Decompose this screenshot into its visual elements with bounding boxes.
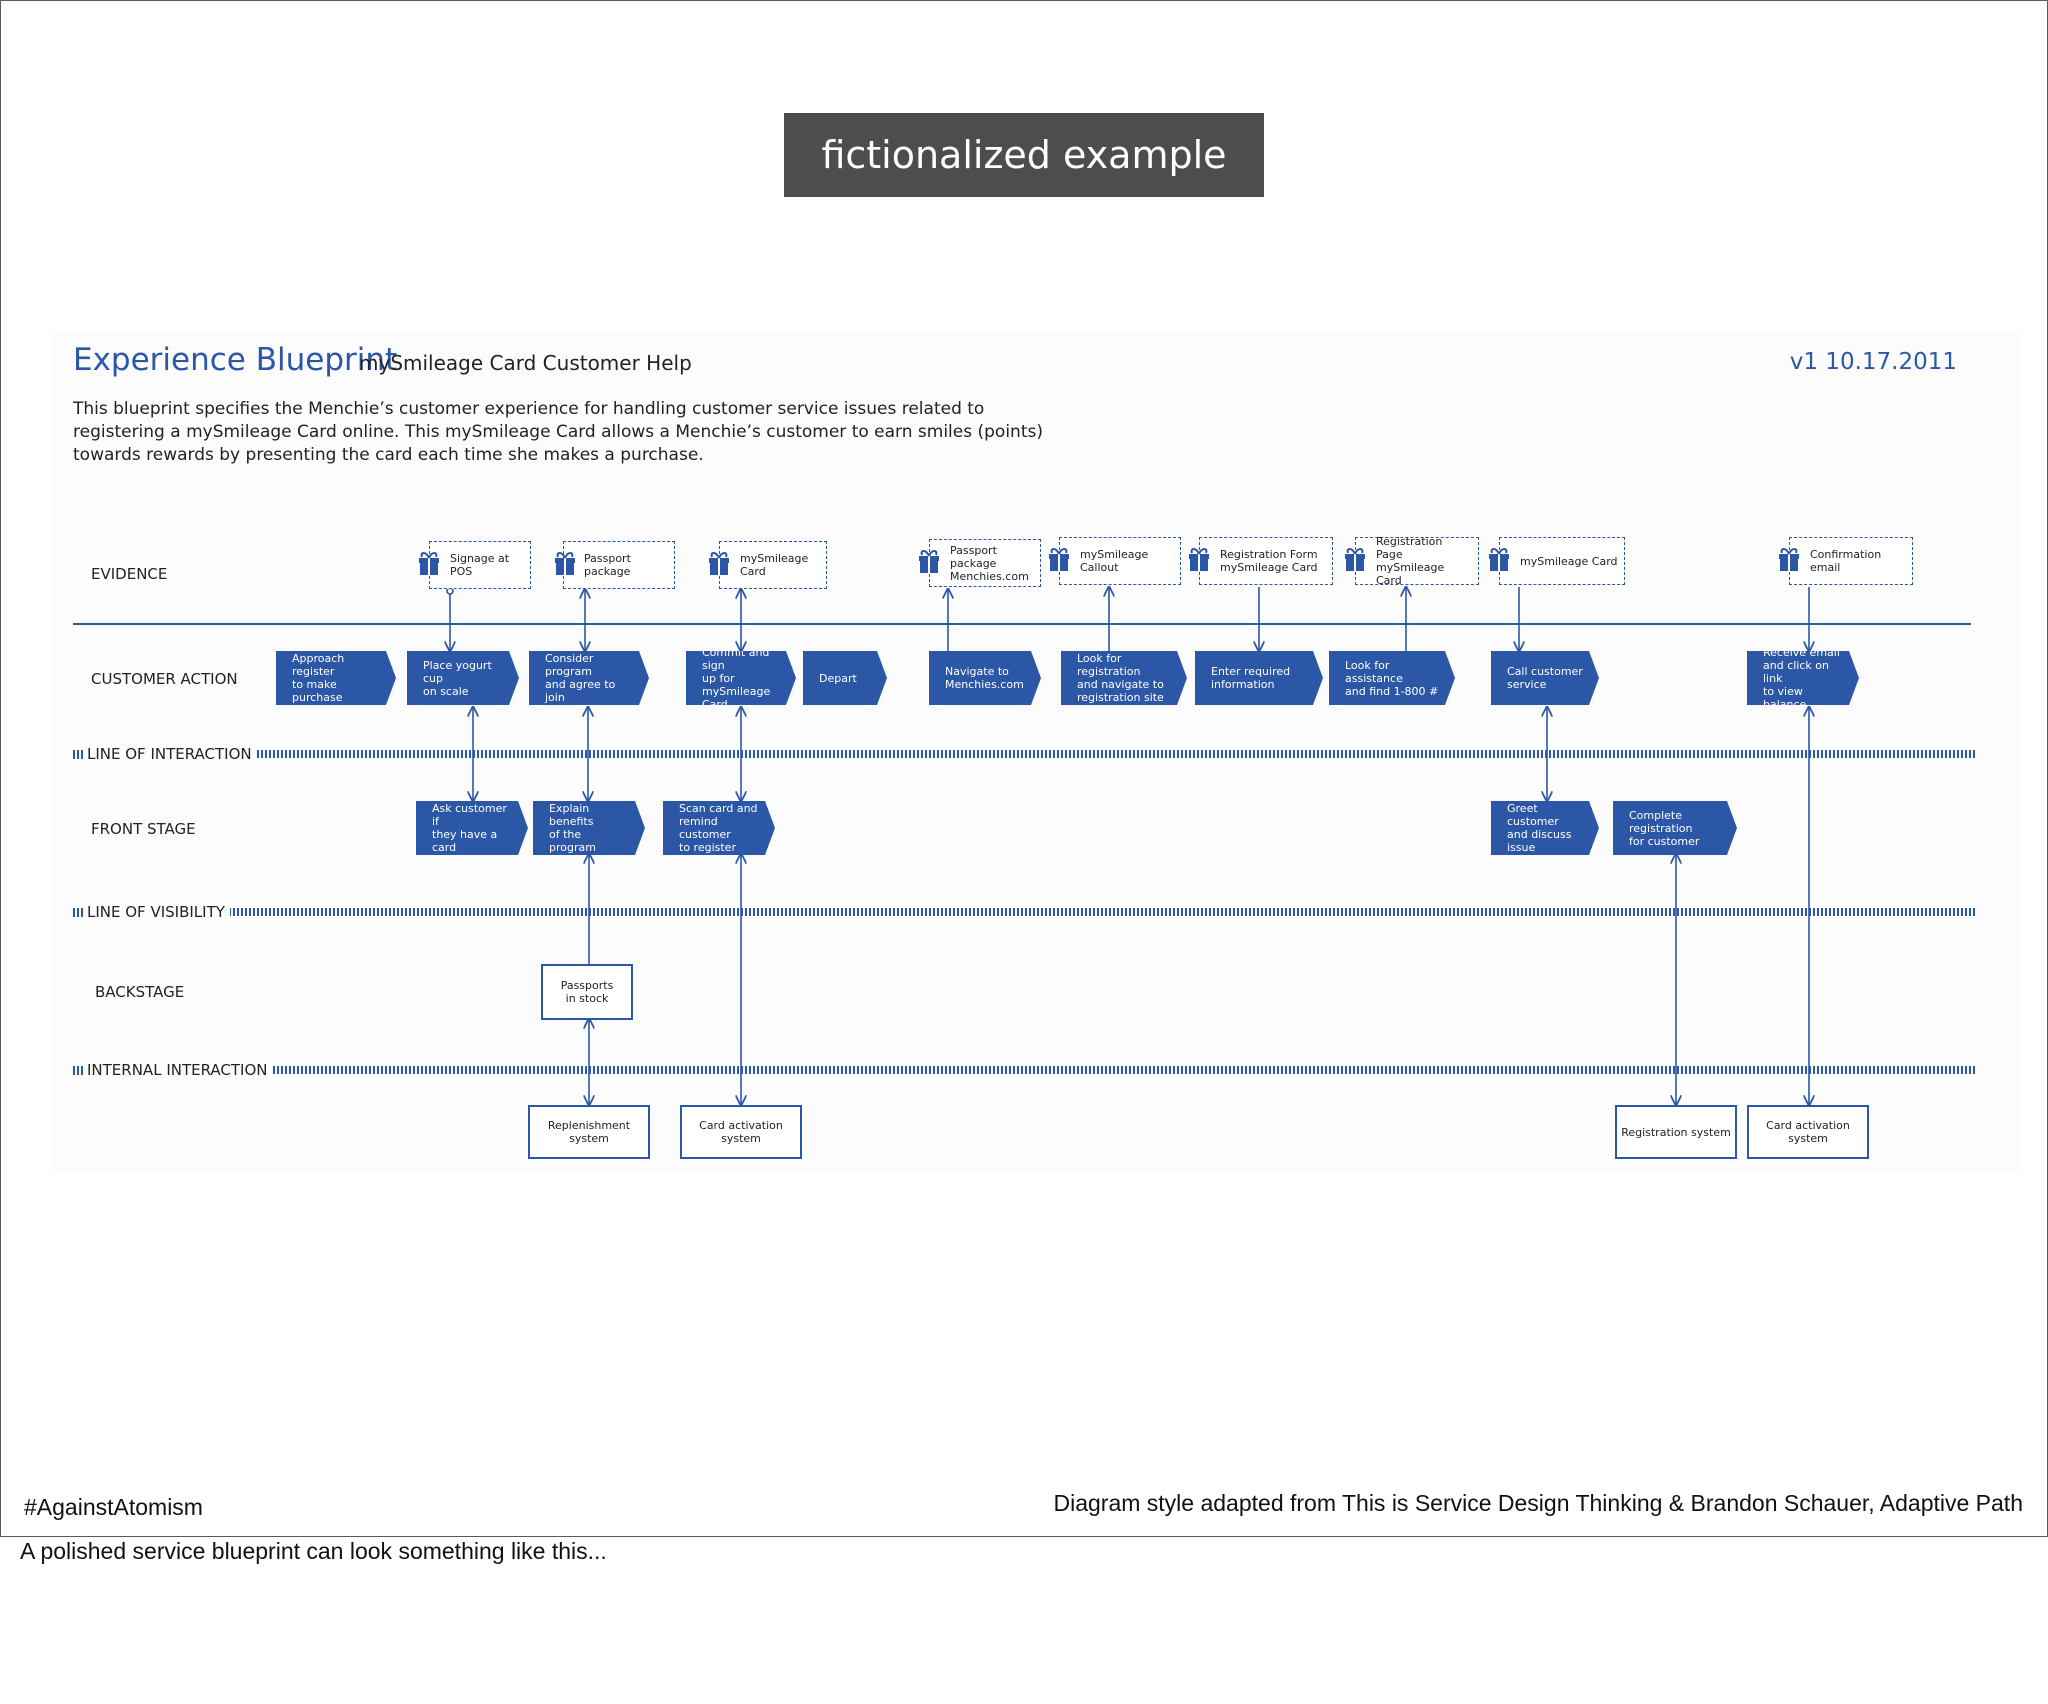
action-label: Commit and sign up for mySmileage Card [702, 645, 771, 711]
front-stage-action: Explain benefits of the program [533, 801, 645, 855]
description-line: This blueprint specifies the Menchie’s c… [73, 399, 985, 419]
customer-action: Receive email and click on link to view … [1747, 651, 1859, 705]
lane-label-internal-interaction: INTERNAL INTERACTION [73, 1061, 273, 1079]
gift-icon [1779, 548, 1799, 571]
blueprint-subtitle: mySmileage Card Customer Help [359, 351, 692, 375]
evidence-label: Signage at POS [450, 552, 510, 578]
support-system: Card activation system [680, 1105, 802, 1159]
system-label: Registration system [1621, 1125, 1731, 1139]
evidence-card: Passport package [563, 541, 675, 589]
action-label: Call customer service [1507, 665, 1583, 691]
lane-label-backstage: BACKSTAGE [95, 983, 185, 1001]
front-stage-action: Scan card and remind customer to registe… [663, 801, 775, 855]
footer-credit: Diagram style adapted from This is Servi… [1053, 1490, 2023, 1516]
line-of-internal-interaction [73, 1066, 1975, 1074]
support-system: Replenishment system [528, 1105, 650, 1159]
evidence-label: mySmileage Callout [1080, 548, 1149, 574]
front-stage-label: Ask customer if they have a card [432, 802, 507, 854]
gift-icon [1189, 548, 1209, 571]
support-system: Card activation system [1747, 1105, 1869, 1159]
front-stage-action: Complete registration for customer [1613, 801, 1737, 855]
banner-text: fictionalized example [821, 133, 1227, 177]
system-label: Card activation system [1766, 1119, 1850, 1145]
description-line: towards rewards by presenting the card e… [73, 445, 704, 465]
front-stage-label: Greet customer and discuss issue [1507, 802, 1572, 854]
lane-label-evidence: EVIDENCE [91, 565, 168, 583]
customer-action: Commit and sign up for mySmileage Card [686, 651, 796, 705]
evidence-card: Signage at POS [429, 541, 531, 589]
line-of-visibility [73, 908, 1975, 916]
slide: fictionalized example Experience Bluepri… [0, 0, 2048, 1537]
evidence-card: Registration Form mySmileage Card [1199, 537, 1333, 585]
evidence-label: Confirmation email [1810, 548, 1882, 574]
blueprint-description: This blueprint specifies the Menchie’s c… [73, 398, 1053, 467]
lane-label-line-of-visibility: LINE OF VISIBILITY [73, 903, 230, 921]
customer-action: Depart [803, 651, 887, 705]
evidence-label: Passport package Menchies.com [950, 543, 1029, 583]
front-stage-label: Scan card and remind customer to registe… [679, 802, 758, 854]
front-stage-label: Complete registration for customer [1629, 808, 1700, 848]
backstage-item: Passports in stock [541, 964, 633, 1020]
lane-label-front-stage: FRONT STAGE [91, 820, 196, 838]
evidence-card: Confirmation email [1789, 537, 1913, 585]
customer-action: Look for assistance and find 1-800 # [1329, 651, 1455, 705]
evidence-label: Registration Page mySmileage Card [1376, 535, 1445, 587]
support-system: Registration system [1615, 1105, 1737, 1159]
lane-label-customer-action: CUSTOMER ACTION [91, 670, 238, 688]
slide-caption: A polished service blueprint can look so… [20, 1538, 607, 1564]
system-label: Card activation system [699, 1119, 783, 1145]
evidence-card: mySmileage Callout [1059, 537, 1181, 585]
action-label: Look for registration and navigate to re… [1077, 652, 1164, 704]
slide-banner: fictionalized example [784, 113, 1264, 197]
customer-action: Call customer service [1491, 651, 1599, 705]
evidence-label: Registration Form mySmileage Card [1220, 548, 1318, 574]
front-stage-label: Explain benefits of the program [549, 802, 596, 854]
action-label: Place yogurt cup on scale [423, 658, 492, 698]
customer-action: Place yogurt cup on scale [407, 651, 519, 705]
gift-icon [709, 552, 729, 575]
system-label: Replenishment system [547, 1119, 631, 1145]
evidence-card: Passport package Menchies.com [929, 539, 1041, 587]
evidence-label: mySmileage Card [740, 552, 809, 578]
evidence-divider [73, 623, 1971, 625]
action-label: Receive email and click on link to view … [1763, 645, 1840, 711]
lane-label-line-of-interaction: LINE OF INTERACTION [73, 745, 257, 763]
gift-icon [555, 552, 575, 575]
action-label: Depart [819, 671, 857, 685]
evidence-card: mySmileage Card [1499, 537, 1625, 585]
evidence-label: Passport package [584, 552, 631, 578]
gift-icon [1489, 548, 1509, 571]
customer-action: Consider program and agree to join [529, 651, 649, 705]
gift-icon [1049, 548, 1069, 571]
front-stage-action: Ask customer if they have a card [416, 801, 528, 855]
action-label: Approach register to make purchase [292, 652, 345, 704]
backstage-label: Passports in stock [560, 979, 614, 1005]
line-of-interaction [73, 750, 1975, 758]
gift-icon [419, 552, 439, 575]
action-label: Look for assistance and find 1-800 # [1345, 658, 1439, 698]
customer-action: Look for registration and navigate to re… [1061, 651, 1187, 705]
action-label: Navigate to Menchies.com [945, 665, 1024, 691]
action-label: Enter required information [1211, 665, 1291, 691]
customer-action: Approach register to make purchase [276, 651, 396, 705]
customer-action: Enter required information [1195, 651, 1323, 705]
gift-icon [1345, 548, 1365, 571]
front-stage-action: Greet customer and discuss issue [1491, 801, 1599, 855]
gift-icon [919, 550, 939, 573]
evidence-card: Registration Page mySmileage Card [1355, 535, 1479, 587]
footer-hashtag: #AgainstAtomism [24, 1494, 203, 1520]
customer-action: Navigate to Menchies.com [929, 651, 1041, 705]
evidence-label: mySmileage Card [1520, 554, 1618, 568]
blueprint-title: Experience Blueprint [73, 342, 398, 378]
blueprint-version: v1 10.17.2011 [1789, 349, 1957, 375]
evidence-card: mySmileage Card [719, 541, 827, 589]
description-line: registering a mySmileage Card online. Th… [73, 422, 1043, 442]
action-label: Consider program and agree to join [545, 652, 616, 704]
